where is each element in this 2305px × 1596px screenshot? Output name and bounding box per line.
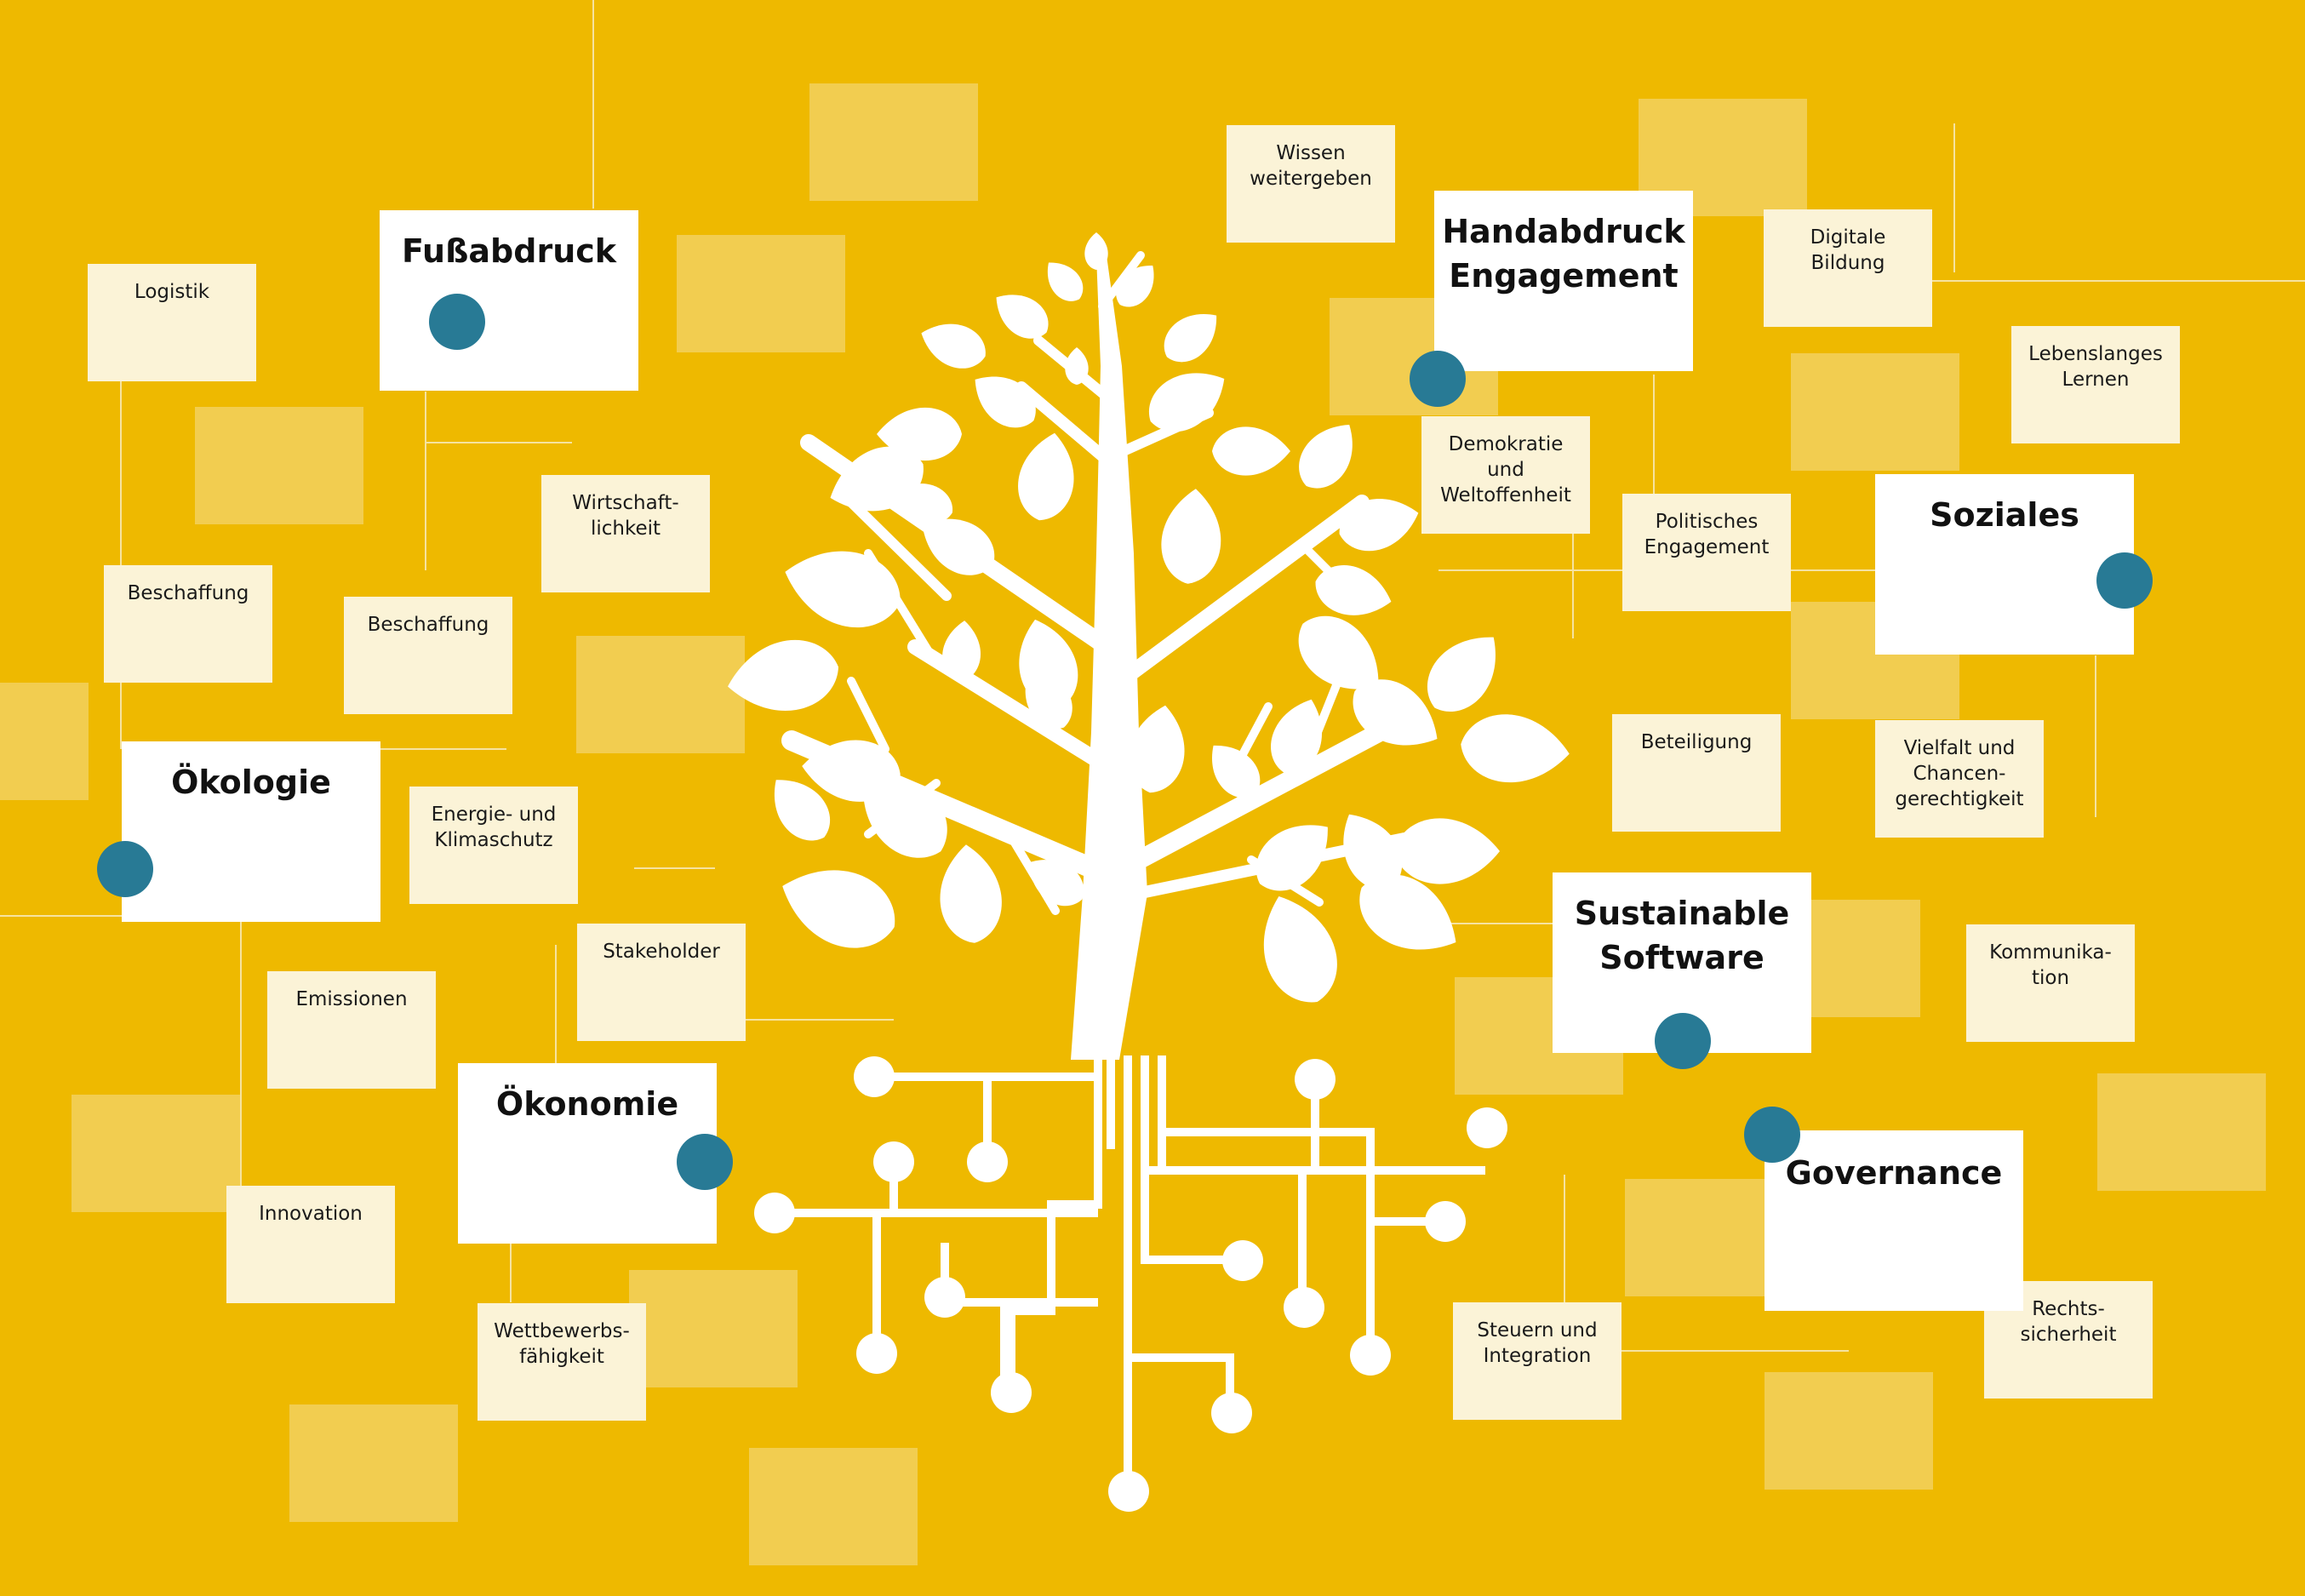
category-soziales: Soziales: [1875, 474, 2134, 655]
tree-leaf: [940, 844, 1002, 943]
ghost-tile: [629, 1270, 798, 1387]
tree-leaf: [1129, 705, 1185, 793]
node-dot: [1744, 1107, 1800, 1163]
ghost-tile: [289, 1404, 458, 1522]
tree-leaf: [1427, 637, 1496, 712]
tree-leaf: [1018, 432, 1074, 521]
topic-beschaffung: Beschaffung: [344, 597, 512, 714]
tree-leaf: [775, 780, 831, 841]
topic-emissionen: Emissionen: [267, 971, 436, 1089]
tree-leaf: [1161, 489, 1221, 584]
topic-vielfalt: Vielfalt und Chancen- gerechtigkeit: [1875, 720, 2044, 838]
node-dot: [1410, 351, 1466, 407]
topic-demokratie: Demokratie und Weltoffenheit: [1421, 416, 1590, 534]
tree-leaf: [921, 323, 986, 369]
tree-leaf: [975, 376, 1036, 428]
tree-leaf: [1212, 745, 1261, 798]
topic-energie-klimaschutz: Energie- und Klimaschutz: [409, 787, 578, 904]
tree-leaf: [1255, 825, 1328, 891]
topic-wirtschaftlichkeit: Wirtschaft- lichkeit: [541, 475, 710, 592]
tree-leaf: [1461, 714, 1570, 783]
topic-kommunikation: Kommunika- tion: [1966, 924, 2135, 1042]
topic-stakeholder: Stakeholder: [577, 924, 746, 1041]
tree-leaf: [1164, 314, 1217, 363]
ghost-tile: [2097, 1073, 2266, 1191]
tree-leaf: [1271, 699, 1322, 774]
tree-leaf: [1212, 426, 1290, 476]
topic-lebenslanges-lernen: Lebenslanges Lernen: [2011, 326, 2180, 443]
tree-leaf: [895, 483, 952, 524]
topic-politisches-engagement: Politisches Engagement: [1622, 494, 1791, 611]
tree-leaf: [1149, 373, 1225, 432]
topic-digitale-bildung: Digitale Bildung: [1764, 209, 1932, 327]
ghost-tile: [677, 235, 845, 352]
ghost-tile: [71, 1095, 240, 1212]
tree-leaf: [862, 773, 947, 858]
tree-leaf: [1339, 499, 1419, 552]
category-oekonomie: Ökonomie: [458, 1063, 717, 1244]
tree-leaf: [1298, 615, 1379, 689]
tree-leaf: [785, 551, 901, 628]
tree-leaf: [1028, 860, 1084, 907]
tree-leaf: [1343, 814, 1403, 890]
category-governance: Governance: [1764, 1130, 2023, 1311]
ghost-tile: [195, 407, 363, 524]
tree-leaf: [1359, 874, 1456, 950]
ghost-tile: [809, 83, 978, 201]
node-dot: [1655, 1013, 1711, 1069]
topic-wissen-weitergeben: Wissen weitergeben: [1227, 125, 1395, 243]
topic-wettbewerbsfaehigkeit: Wettbewerbs- fähigkeit: [478, 1303, 646, 1421]
tree-leaf: [1263, 895, 1337, 1003]
tree-leaf: [728, 639, 838, 711]
topic-beteiligung: Beteiligung: [1612, 714, 1781, 832]
tree-leaf: [1084, 232, 1108, 270]
node-dot: [2096, 552, 2153, 609]
tree-leaf: [1353, 679, 1438, 746]
ghost-tile: [1764, 1372, 1933, 1490]
ghost-tile: [576, 636, 745, 753]
ghost-tile: [0, 683, 89, 800]
topic-innovation: Innovation: [226, 1186, 395, 1303]
tree-leaf: [1065, 347, 1089, 385]
tree-leaf: [942, 621, 981, 682]
topic-steuern-integration: Steuern und Integration: [1453, 1302, 1622, 1420]
tree-leaf: [1315, 565, 1392, 615]
category-fussabdruck: Fußabdruck: [380, 210, 638, 391]
tree-leaf: [922, 518, 995, 575]
tree-leaf: [782, 870, 895, 948]
ghost-tile: [1791, 353, 1959, 471]
tree-leaf: [1025, 668, 1072, 729]
tree-leaf: [1394, 818, 1500, 884]
node-dot: [677, 1134, 733, 1190]
topic-beschaffung: Beschaffung: [104, 565, 272, 683]
topic-logistik: Logistik: [88, 264, 256, 381]
tree-leaf: [1116, 266, 1154, 307]
tree-leaf: [996, 295, 1049, 339]
node-dot: [97, 841, 153, 897]
category-oekologie: Ökologie: [122, 741, 380, 922]
ghost-tile: [749, 1448, 918, 1565]
tree-leaf: [1299, 424, 1353, 489]
tree-leaf: [1047, 262, 1084, 301]
node-dot: [429, 294, 485, 350]
category-handabdruck-engagement: Handabdruck Engagement: [1434, 191, 1693, 371]
